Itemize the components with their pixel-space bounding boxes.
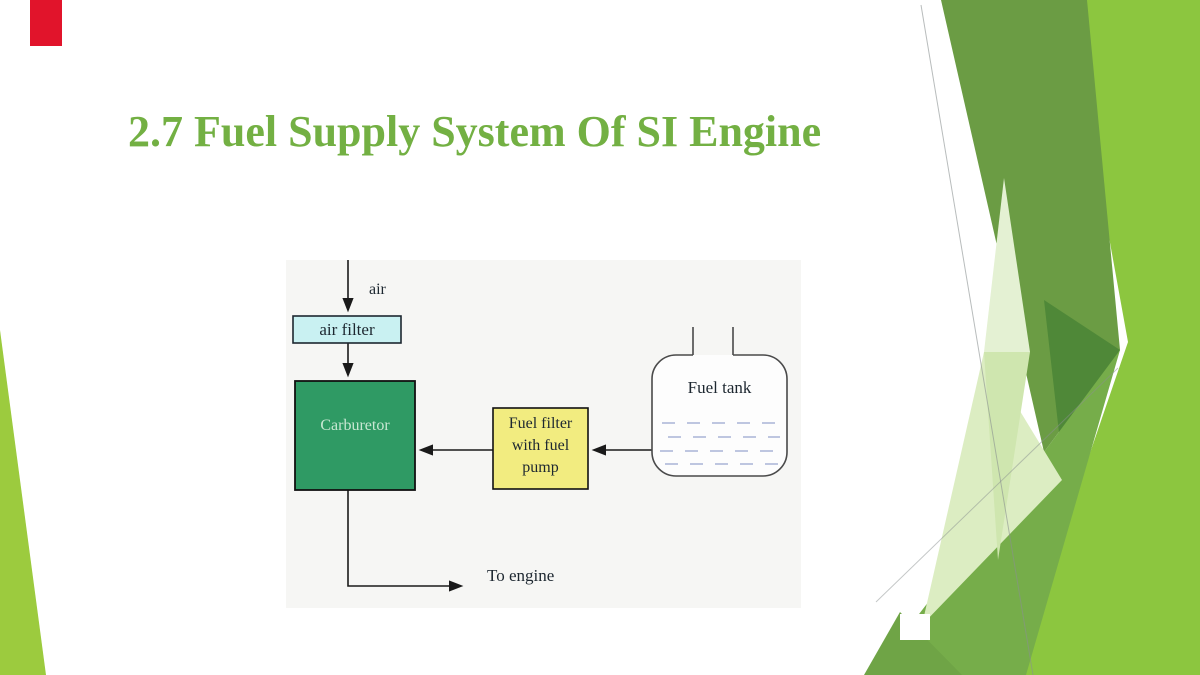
decor-pale-overlay xyxy=(984,352,1030,560)
decor-bright-green-shape xyxy=(1014,0,1200,675)
to-engine-label: To engine xyxy=(487,566,555,585)
fuel-filter-label-line3: pump xyxy=(522,459,559,476)
fuel-tank-filler-neck xyxy=(692,327,734,355)
fuel-filter-label: Fuel filter with fuel pump xyxy=(493,413,588,479)
decor-medium-green-shape xyxy=(872,350,1120,675)
fuel-tank-outline xyxy=(651,354,788,477)
decor-pale-triangle xyxy=(922,352,1062,625)
fuel-tank-label: Fuel tank xyxy=(687,378,752,397)
decor-hairline-1 xyxy=(920,4,1034,675)
fuel-filter-label-line1: Fuel filter xyxy=(508,415,573,432)
red-accent-bar xyxy=(30,0,62,46)
decor-moss-wedge xyxy=(864,612,962,675)
decor-white-notch xyxy=(900,614,930,640)
decor-dark-green-shape xyxy=(1044,300,1120,468)
fuel-level-dashes xyxy=(660,422,780,465)
air-filter-label: air filter xyxy=(319,320,375,339)
decor-hairline-2 xyxy=(875,367,1119,603)
air-label: air xyxy=(369,281,386,298)
slide-title: 2.7 Fuel Supply System Of SI Engine xyxy=(128,107,822,156)
arrow-carburetor-to-engine xyxy=(347,490,464,592)
flow-arrows xyxy=(342,260,652,592)
fuel-filter-label-line2: with fuel xyxy=(511,437,570,454)
carburetor-box xyxy=(294,380,416,491)
fuel-filter-box xyxy=(492,407,589,490)
decor-left-sliver xyxy=(0,330,46,675)
air-filter-box xyxy=(292,315,402,344)
decor-pale-sliver xyxy=(984,178,1030,352)
carburetor-label: Carburetor xyxy=(320,417,390,434)
